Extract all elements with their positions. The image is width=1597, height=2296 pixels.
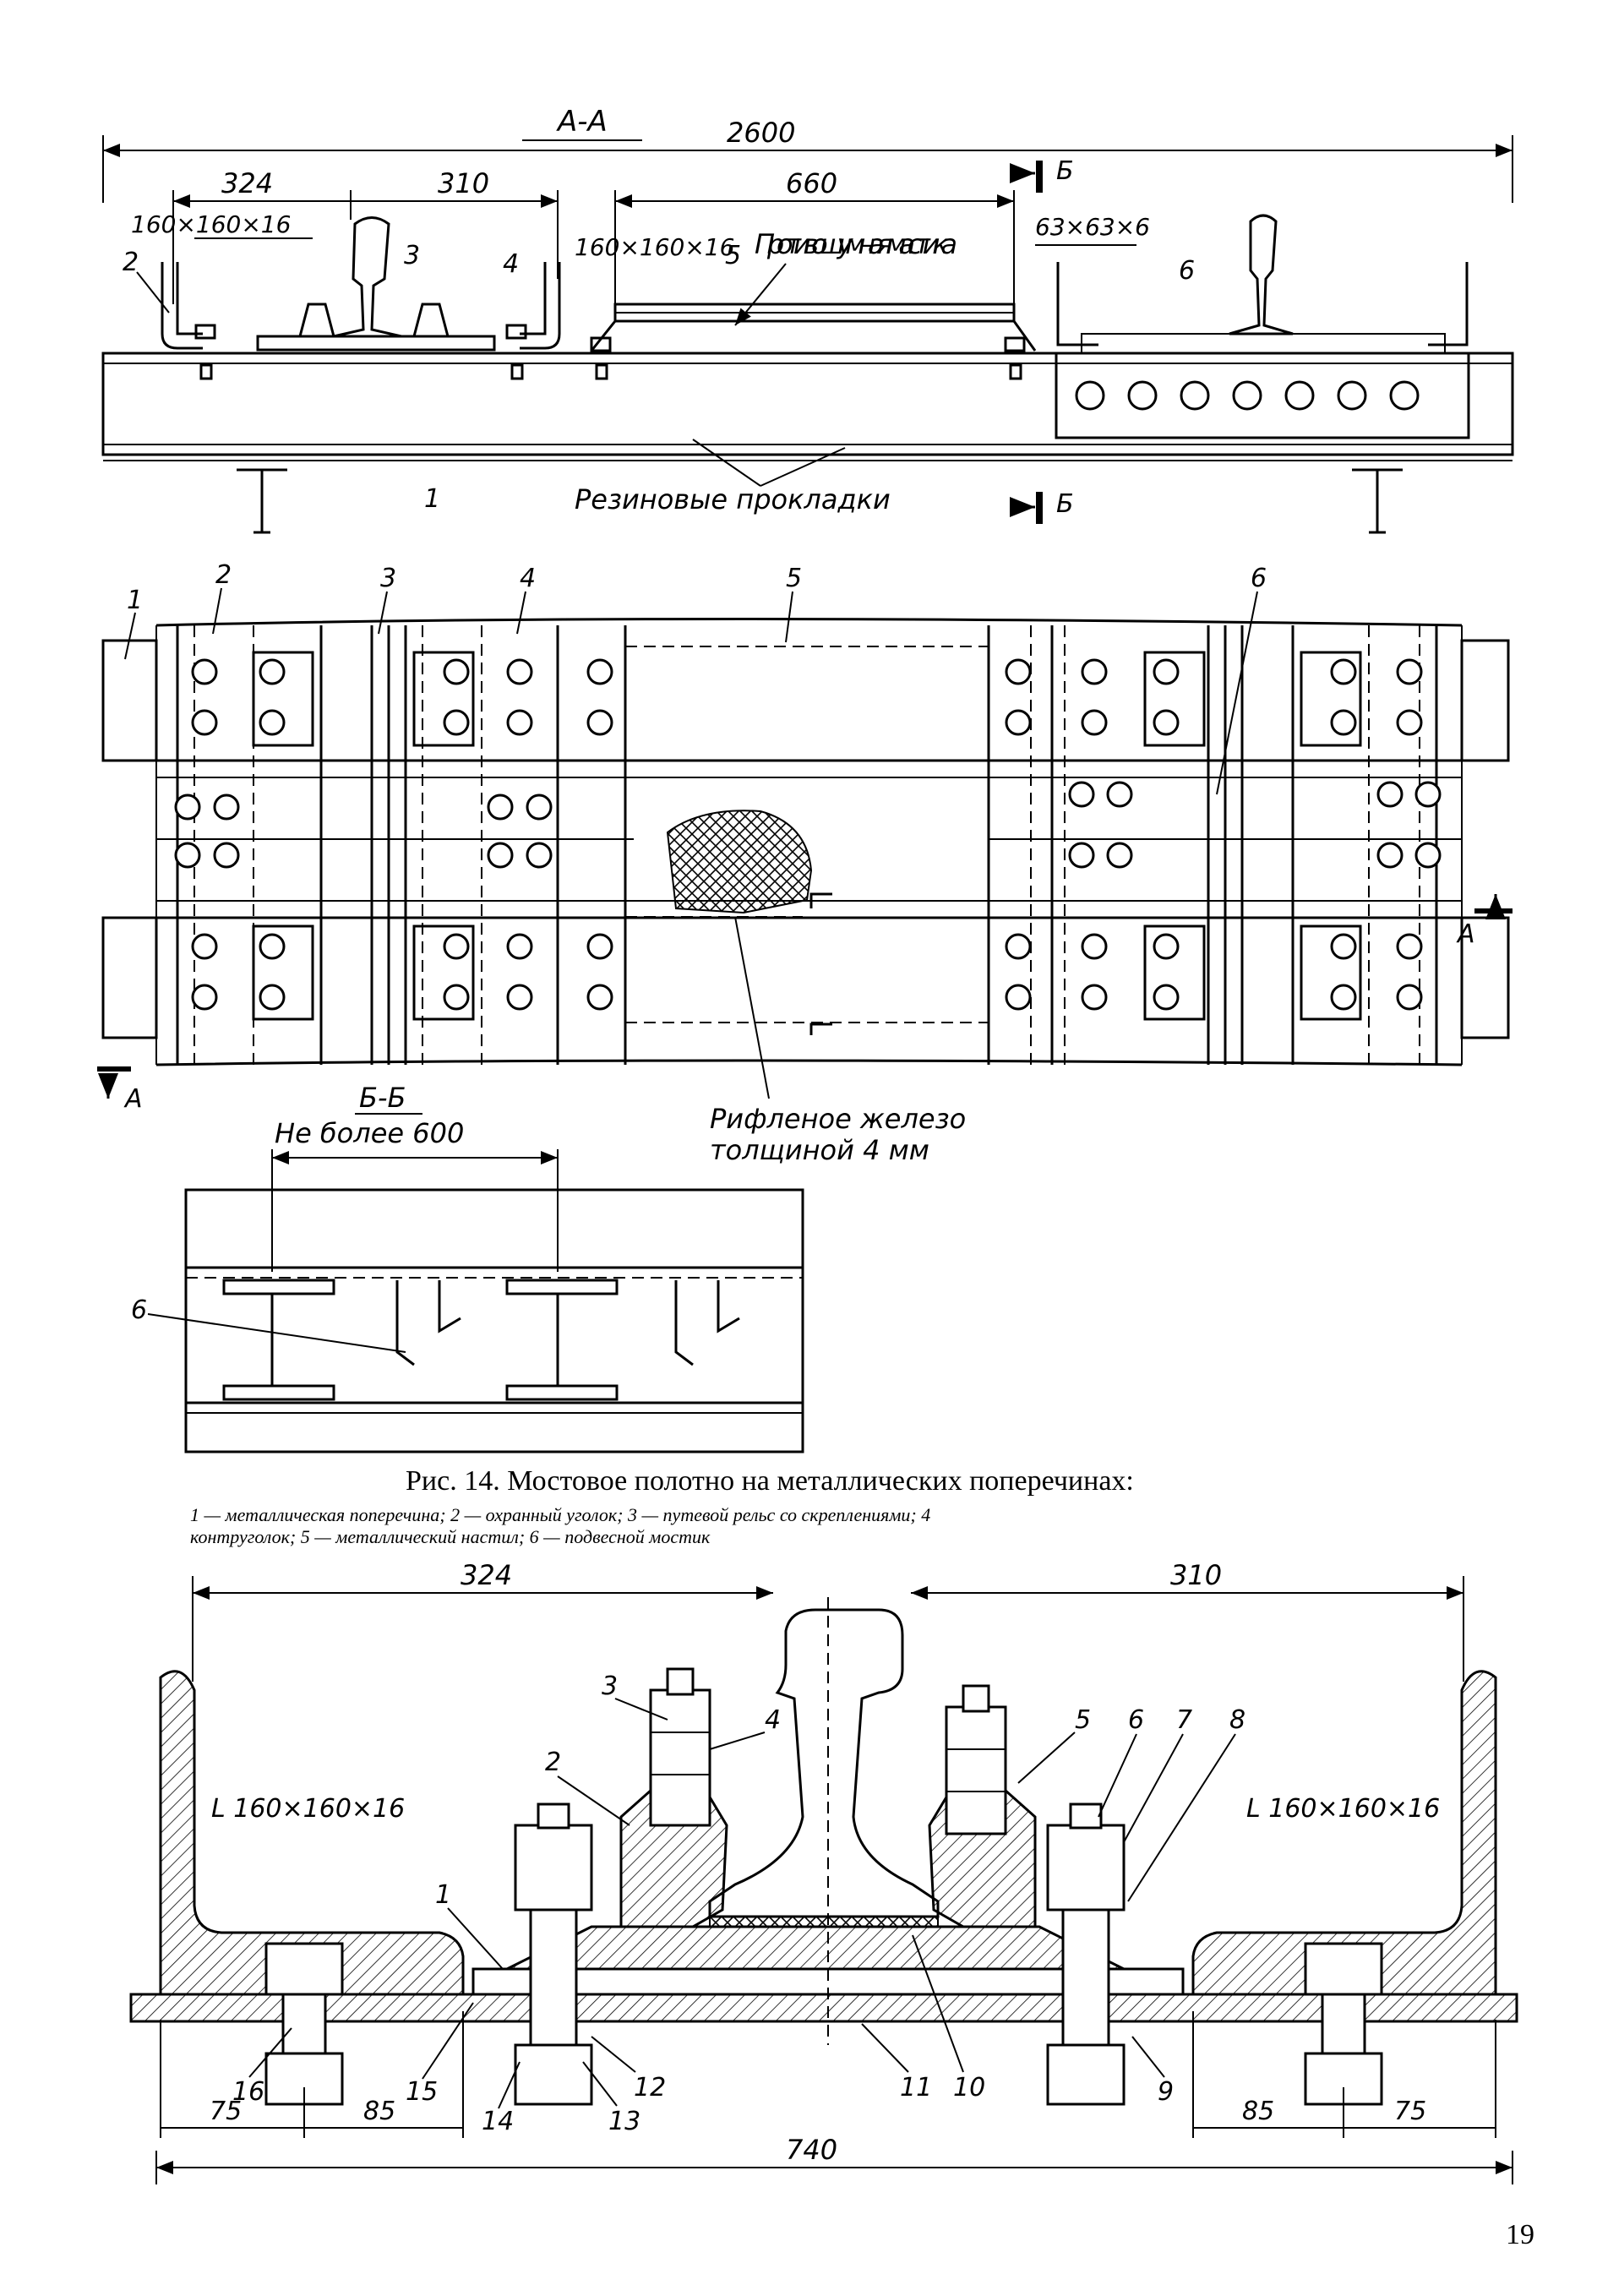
aa-label-4: 4	[503, 249, 519, 279]
corrugated-label-line1: Рифленое железо	[710, 1103, 966, 1135]
aa-rail-left	[333, 216, 402, 338]
plan-label-1: 1	[127, 586, 143, 615]
part-14: 14	[482, 2107, 514, 2136]
aa-label-1: 1	[424, 484, 440, 514]
plan-beam-end-right-2	[1460, 916, 1510, 1039]
section-bb: Б-Б Не более 600 6	[131, 1082, 804, 1453]
aa-angle-mid: 160×160×16	[575, 233, 734, 261]
section-aa-title: А-А	[556, 105, 608, 139]
plan-beam-end-left-1	[101, 639, 158, 762]
section-aa: А-А 2600 324 310 660 Б Б	[101, 105, 1514, 534]
plan-label-5: 5	[786, 564, 802, 593]
aa-walkway-holes	[1075, 380, 1420, 411]
part-12: 12	[634, 2073, 666, 2102]
aa-angle-left: 160×160×16	[131, 210, 291, 238]
plan-label-2: 2	[215, 560, 232, 590]
bb-frame	[184, 1188, 804, 1453]
detail-clamp-left	[619, 1667, 728, 1928]
part-7: 7	[1176, 1705, 1192, 1735]
aa-mastic-label: Противошумная мастика	[755, 228, 957, 260]
dim-2600: 2600	[727, 117, 795, 149]
detail-dim-310: 310	[1170, 1559, 1222, 1591]
cut-b-bottom: Б	[1056, 489, 1074, 519]
detail-dim-75-left: 75	[210, 2097, 242, 2126]
detail-rail	[708, 1608, 940, 1918]
page-number: 19	[1506, 2219, 1534, 2250]
aa-dim-310: 310	[438, 167, 489, 199]
part-10: 10	[953, 2073, 985, 2102]
part-2: 2	[545, 1748, 561, 1777]
part-9: 9	[1158, 2077, 1174, 2107]
part-6: 6	[1128, 1705, 1144, 1735]
detail-tie-plate	[506, 1925, 1125, 1971]
detail-dim-324: 324	[461, 1559, 512, 1591]
corrugated-iron-patch	[666, 810, 813, 914]
detail-dim-75-right: 75	[1394, 2097, 1426, 2126]
aa-dim-324: 324	[221, 167, 273, 199]
part-15: 15	[406, 2077, 438, 2107]
aa-support-right	[1352, 468, 1403, 534]
bb-label-6: 6	[131, 1295, 147, 1325]
caption: Рис. 14. Мостовое полотно на металлическ…	[190, 1465, 1134, 1547]
aa-rail-right	[1229, 214, 1294, 335]
detail-section: 324 310	[129, 1559, 1518, 2184]
detail-bolts	[264, 1802, 1383, 2106]
section-bb-title: Б-Б	[359, 1082, 406, 1114]
part-5: 5	[1075, 1705, 1091, 1735]
aa-label-6: 6	[1179, 256, 1195, 286]
part-11: 11	[900, 2073, 932, 2102]
plan-beam-end-left-2	[101, 916, 158, 1039]
plan-beam-end-right-1	[1460, 639, 1510, 762]
detail-angle-right	[1191, 1670, 1497, 1996]
detail-angle-left-label: L 160×160×16	[211, 1794, 405, 1824]
bb-dim-label: Не более 600	[275, 1117, 464, 1149]
part-1: 1	[435, 1880, 451, 1910]
part-16: 16	[232, 2077, 264, 2107]
detail-dim-740: 740	[786, 2134, 837, 2166]
cut-a-right: А	[1456, 919, 1475, 949]
aa-dim-660: 660	[786, 167, 837, 199]
aa-label-5: 5	[725, 241, 741, 270]
cut-a-left: А	[123, 1084, 143, 1114]
caption-title: Рис. 14. Мостовое полотно на металлическ…	[406, 1465, 1134, 1497]
part-4: 4	[765, 1705, 781, 1735]
detail-crosstie	[129, 1993, 1518, 2023]
aa-beam	[101, 352, 1514, 456]
part-3: 3	[602, 1672, 618, 1701]
aa-angle-right: 63×63×6	[1035, 213, 1150, 241]
plan-label-4: 4	[520, 564, 536, 593]
aa-support-left	[237, 468, 287, 534]
detail-clamp-right	[928, 1684, 1037, 1928]
aa-rubber-label: Резиновые прокладки	[575, 483, 891, 515]
part-13: 13	[608, 2107, 640, 2136]
caption-legend-2: контругол­ок; 5 — металлический настил; …	[190, 1526, 711, 1547]
plan-label-6: 6	[1251, 564, 1267, 593]
corrugated-label-line2: толщиной 4 мм	[710, 1134, 929, 1166]
detail-dim-85-right: 85	[1242, 2097, 1274, 2126]
detail-dim-85-left: 85	[363, 2097, 395, 2126]
detail-angle-left	[159, 1670, 465, 1996]
aa-label-3: 3	[404, 241, 420, 270]
aa-label-2: 2	[123, 248, 139, 277]
part-8: 8	[1229, 1705, 1245, 1735]
caption-legend-1: 1 — металлическая поперечина; 2 — охранн…	[190, 1504, 930, 1525]
plan-label-3: 3	[380, 564, 396, 593]
plan-holes	[174, 658, 1442, 1011]
detail-angle-right-label: L 160×160×16	[1246, 1794, 1440, 1824]
plan-view: Рифленое железо толщиной 4 мм А А 1 2 3 …	[97, 560, 1513, 1166]
cut-b-top: Б	[1056, 156, 1074, 186]
